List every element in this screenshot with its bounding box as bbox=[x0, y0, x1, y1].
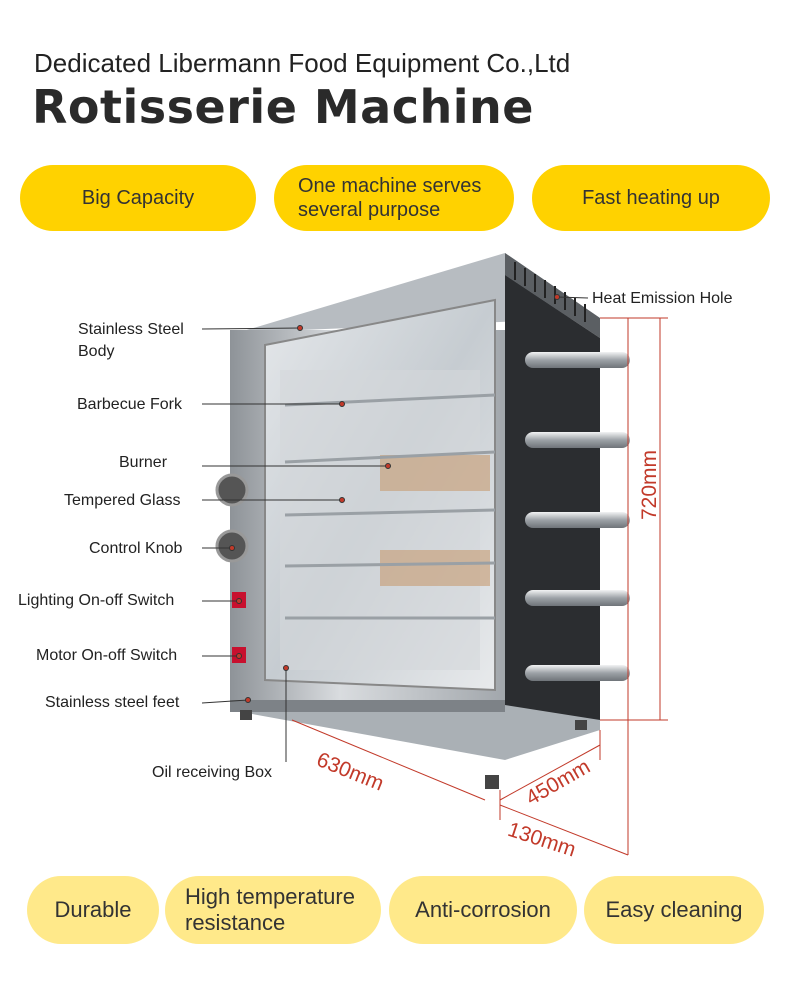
feature-pill-easy-cleaning: Easy cleaning bbox=[584, 876, 764, 944]
feature-label: High temperature resistance bbox=[185, 883, 355, 935]
control-knob-upper bbox=[215, 473, 249, 507]
label-control-knob: Control Knob bbox=[89, 540, 183, 557]
right-side-panel bbox=[505, 275, 600, 740]
spit-rods bbox=[284, 393, 496, 620]
interior-back bbox=[280, 370, 480, 670]
burner-lower bbox=[380, 550, 490, 586]
label-barbecue-fork: Barbecue Fork bbox=[77, 396, 182, 413]
label-burner: Burner bbox=[119, 454, 168, 471]
dimension-lines bbox=[291, 317, 668, 856]
feature-label: Durable bbox=[54, 896, 132, 922]
label-heat-emission-hole: Heat Emission Hole bbox=[592, 290, 733, 307]
label-lighting-switch: Lighting On-off Switch bbox=[18, 592, 175, 609]
burner-upper bbox=[380, 455, 490, 491]
oil-receiving-box bbox=[230, 705, 600, 760]
label-motor-switch: Motor On-off Switch bbox=[36, 647, 178, 664]
label-feet: Stainless steel feet bbox=[45, 694, 180, 711]
feature-label: Anti-corrosion bbox=[415, 896, 551, 922]
feature-label: Big Capacity bbox=[81, 187, 195, 209]
leader-lines bbox=[201, 294, 589, 762]
heat-vent-side bbox=[505, 253, 600, 338]
product-title: Rotisserie Machine bbox=[32, 80, 534, 134]
company-name: Dedicated Libermann Food Equipment Co.,L… bbox=[34, 48, 571, 78]
feature-label: Fast heating up bbox=[582, 187, 720, 209]
feature-pill-anti-corrosion: Anti-corrosion bbox=[389, 876, 577, 944]
label-stainless-steel-body: Stainless Steel Body bbox=[78, 321, 184, 360]
label-oil-box: Oil receiving Box bbox=[152, 764, 273, 781]
foot bbox=[575, 720, 587, 730]
foot bbox=[485, 775, 499, 789]
feature-pill-heat-resistance: High temperature resistance bbox=[165, 876, 381, 944]
feature-pill-heating: Fast heating up bbox=[532, 165, 770, 231]
feature-label: One machine serves several purpose bbox=[298, 175, 482, 221]
base-plate bbox=[230, 700, 505, 712]
label-tempered-glass: Tempered Glass bbox=[64, 492, 181, 509]
feature-pill-purpose: One machine serves several purpose bbox=[274, 165, 514, 231]
foot bbox=[240, 710, 252, 720]
feature-pill-durable: Durable bbox=[27, 876, 159, 944]
heat-emission-slots bbox=[514, 262, 586, 322]
dimension-height: 720mm bbox=[638, 449, 661, 520]
feature-pill-capacity: Big Capacity bbox=[20, 165, 256, 231]
feature-label: Easy cleaning bbox=[605, 896, 743, 922]
barbecue-fork-handles bbox=[525, 352, 630, 681]
